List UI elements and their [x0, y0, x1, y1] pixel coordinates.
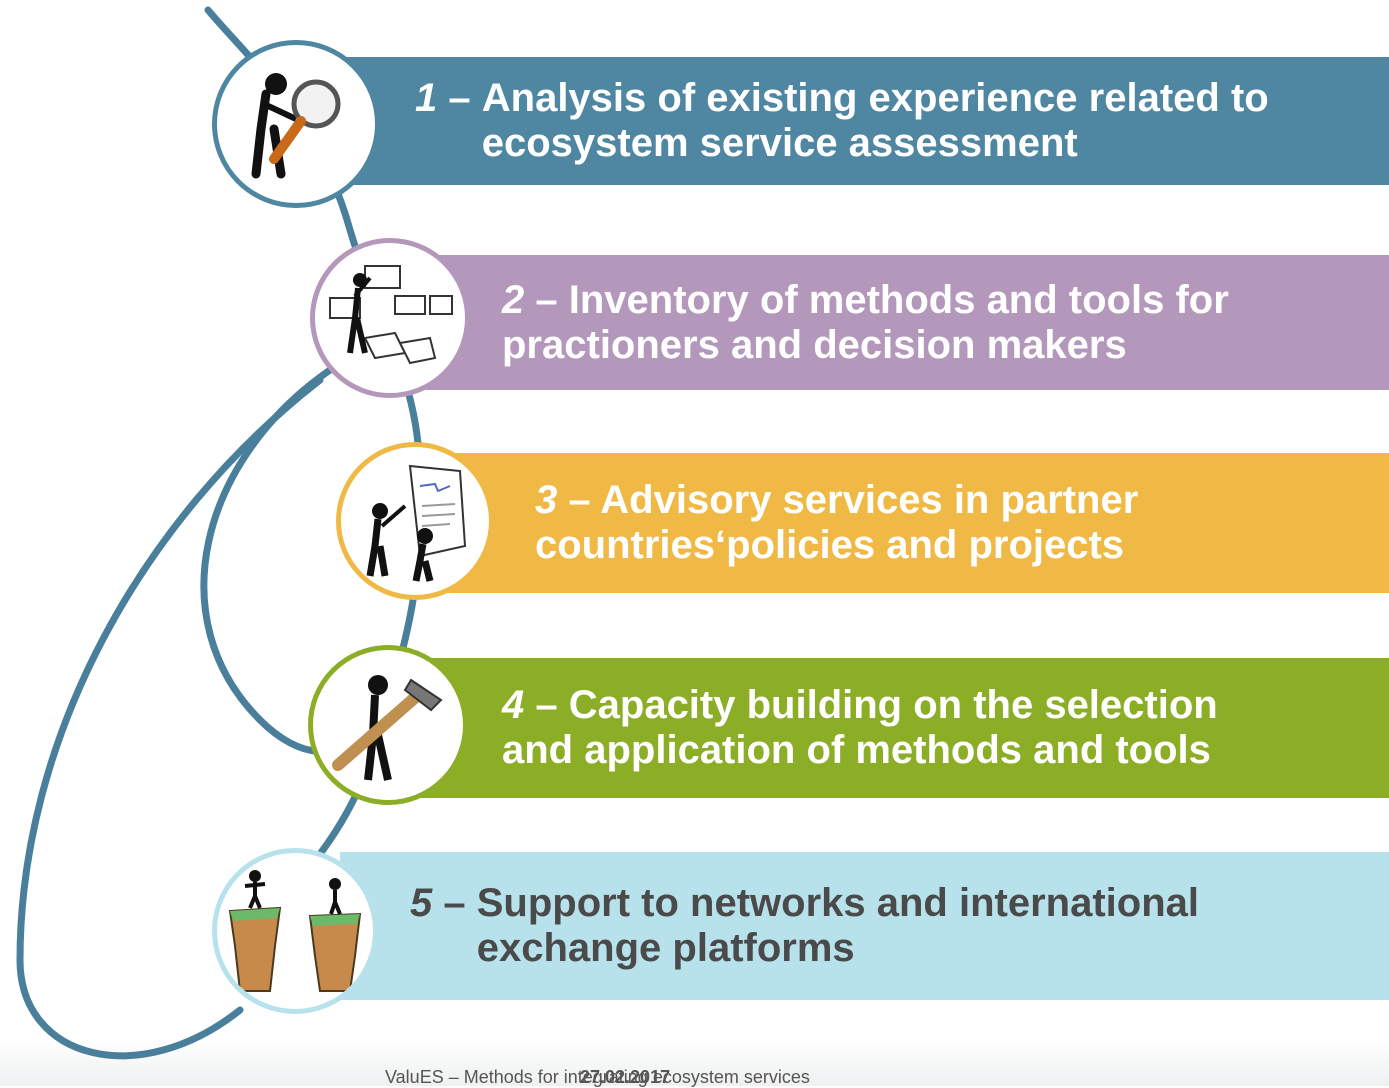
- step-1-line2: ecosystem service assessment: [481, 121, 1078, 165]
- footer-title: ValuES – Methods for integrating ecosyst…: [385, 1067, 810, 1087]
- magnifier-figure-icon: [212, 40, 380, 208]
- step-2-band: 2 – Inventory of methods and tools for p…: [420, 255, 1389, 390]
- step-5-dash: –: [443, 881, 466, 925]
- advisory-figures-icon: [336, 442, 494, 600]
- step-3-line2: countries‘policies and projects: [535, 523, 1125, 567]
- step-1-dash: –: [448, 76, 471, 120]
- diagram-figure-icon: [310, 238, 470, 398]
- hammer-figure-icon: [308, 645, 468, 805]
- step-3-number: 3: [535, 478, 558, 522]
- step-4-line2: and application of methods and tools: [502, 728, 1211, 772]
- step-1-line1: Analysis of existing experience related …: [481, 76, 1269, 120]
- step-1-band: 1 – Analysis of existing experience rela…: [340, 57, 1389, 185]
- step-5-band: 5 – Support to networks and internationa…: [340, 852, 1389, 1000]
- step-5-line2: exchange platforms: [476, 926, 855, 970]
- step-2-line2: practioners and decision makers: [502, 322, 1127, 367]
- step-4-line1: Capacity building on the selection: [568, 683, 1218, 727]
- step-2-number: 2: [502, 277, 525, 322]
- footer: ValuES – Methods for integrating ecosyst…: [0, 1063, 1389, 1087]
- step-3-band: 3 – Advisory services in partner countri…: [440, 453, 1389, 593]
- step-5-line1: Support to networks and international: [476, 881, 1199, 925]
- step-2-line1: Inventory of methods and tools for: [568, 277, 1229, 322]
- bottom-fade: [0, 1040, 1389, 1086]
- cliff-figures-icon: [212, 848, 378, 1014]
- step-5-number: 5: [410, 881, 433, 925]
- step-4-dash: –: [535, 683, 558, 727]
- step-4-number: 4: [502, 683, 525, 727]
- step-2-dash: –: [535, 277, 558, 322]
- footer-date: 27.02.2017: [580, 1067, 671, 1087]
- step-1-number: 1: [415, 76, 438, 120]
- step-3-line1: Advisory services in partner: [600, 478, 1139, 522]
- step-3-dash: –: [568, 478, 591, 522]
- step-4-band: 4 – Capacity building on the selection a…: [420, 658, 1389, 798]
